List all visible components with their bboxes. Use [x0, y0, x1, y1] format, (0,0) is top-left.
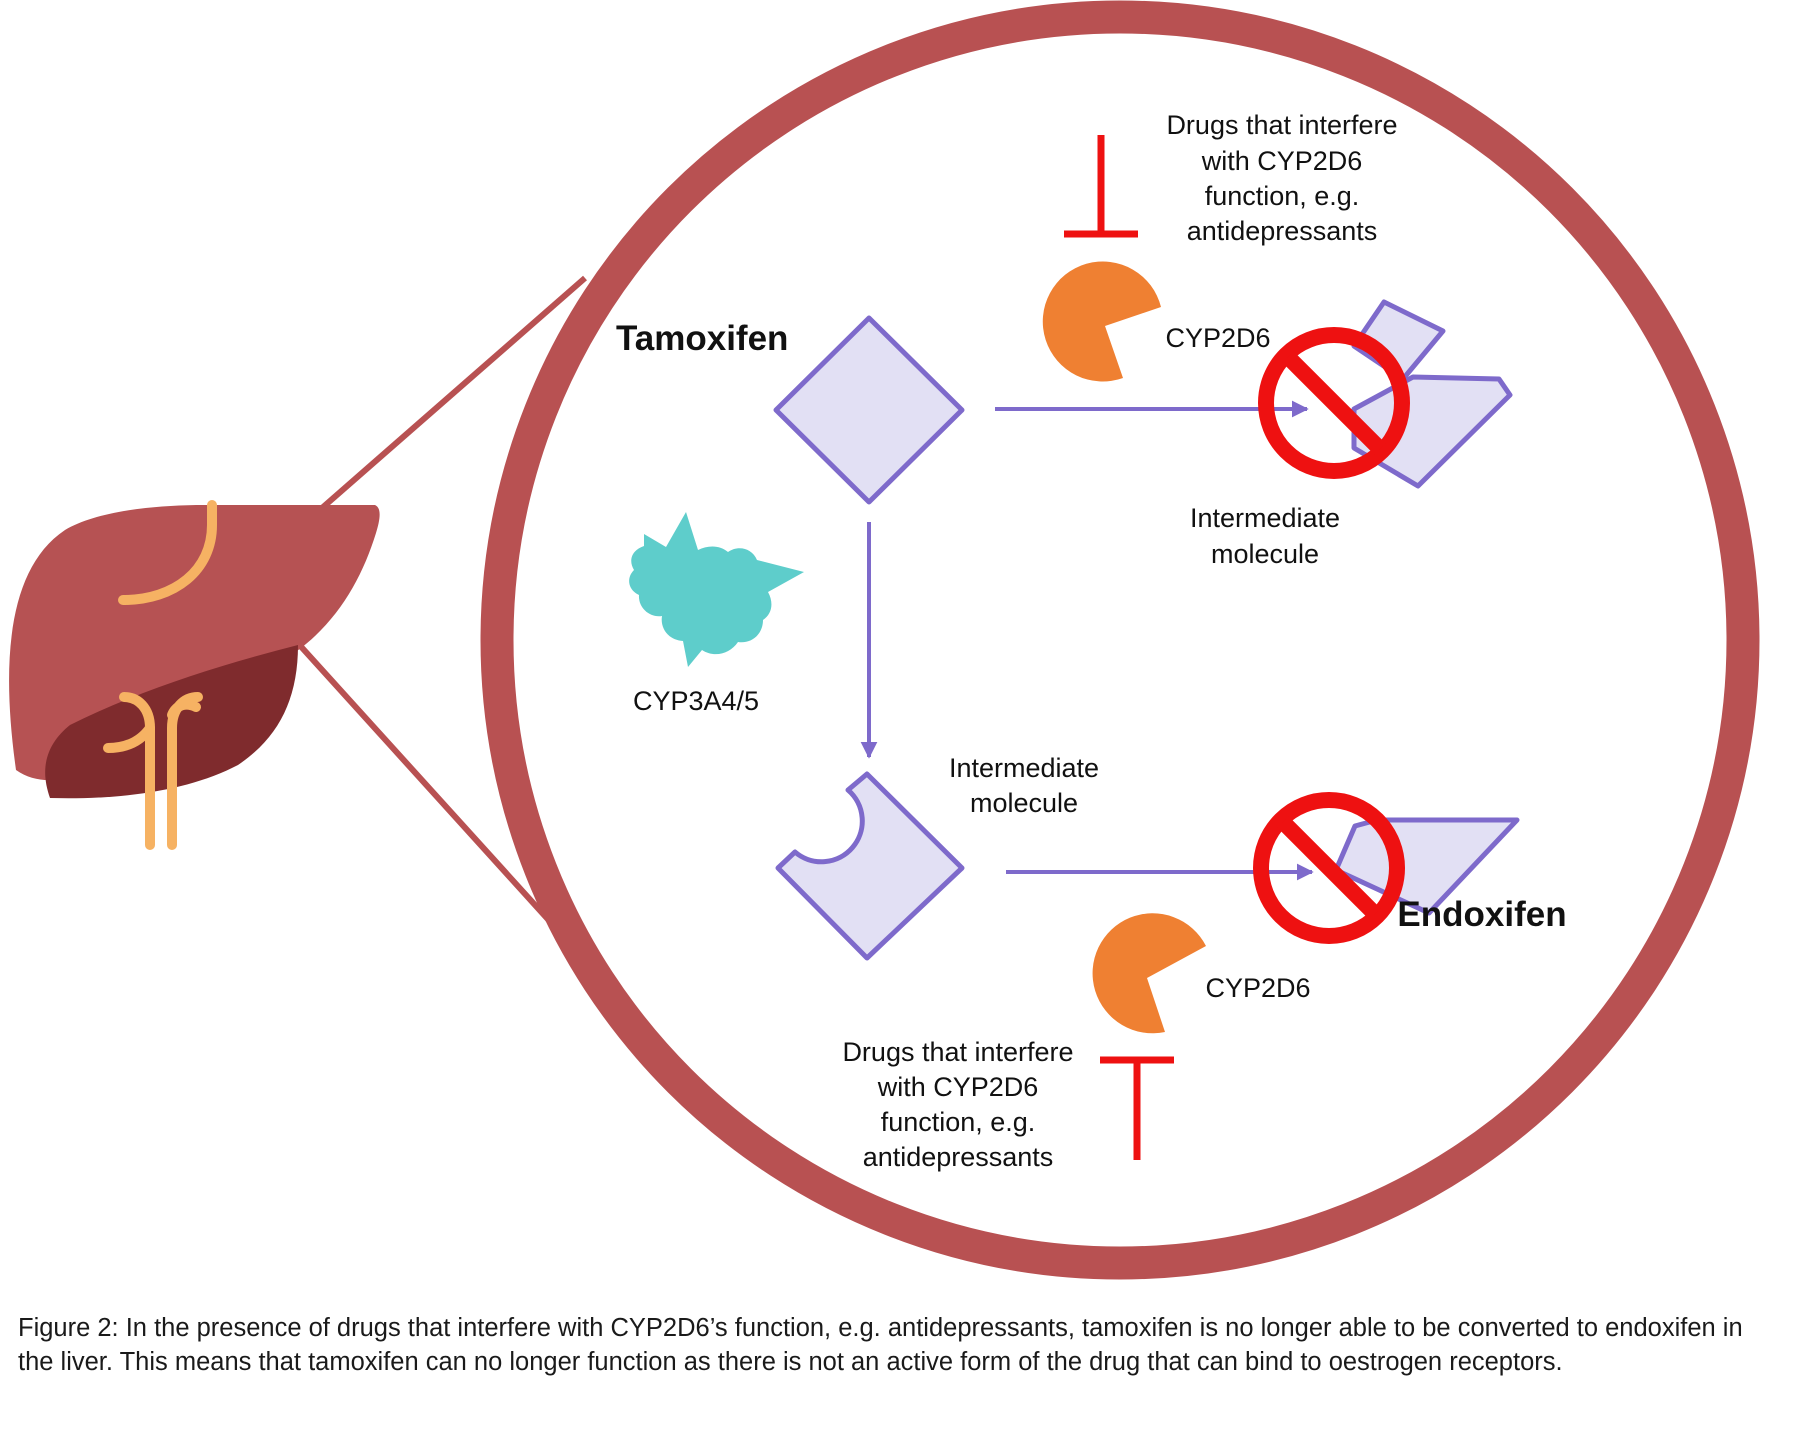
- label-line: molecule: [1211, 539, 1319, 569]
- prohibition-sign-icon: [1253, 792, 1405, 944]
- inhibition-bar-icon: [1100, 1056, 1174, 1160]
- cyp2d6-enzyme-top: [1042, 261, 1161, 382]
- label-line: Drugs that interfere: [1166, 110, 1397, 140]
- endoxifen-molecule: [1333, 817, 1520, 916]
- label-line: with CYP2D6: [877, 1072, 1039, 1102]
- label-tamoxifen: Tamoxifen: [616, 319, 788, 358]
- label-intermediate-mid: Intermediate molecule: [949, 753, 1099, 818]
- intermediate-molecule-mid-shape: [775, 771, 965, 961]
- label-inhibitor-top: Drugs that interfere with CYP2D6 functio…: [1166, 110, 1397, 246]
- label-line: with CYP2D6: [1201, 146, 1363, 176]
- label-line: function, e.g.: [881, 1107, 1036, 1137]
- liver-vessel-arc: [118, 500, 217, 605]
- label-line: antidepressants: [1187, 216, 1378, 246]
- cyp3a45-enzyme: [629, 512, 804, 667]
- tamoxifen-molecule: [773, 315, 965, 505]
- label-inhibitor-bottom: Drugs that interfere with CYP2D6 functio…: [842, 1037, 1073, 1172]
- cyp2d6-enzyme-bottom: [1092, 913, 1206, 1034]
- label-intermediate-top: Intermediate molecule: [1190, 503, 1340, 569]
- liver-vessels: [103, 692, 203, 850]
- label-line: Intermediate: [949, 753, 1099, 783]
- label-endoxifen: Endoxifen: [1397, 895, 1566, 934]
- label-cyp2d6-bottom: CYP2D6: [1205, 973, 1310, 1003]
- liver-icon: [9, 500, 380, 850]
- label-cyp3a45: CYP3A4/5: [633, 686, 759, 716]
- label-line: antidepressants: [863, 1142, 1054, 1172]
- label-line: function, e.g.: [1205, 181, 1360, 211]
- label-line: molecule: [970, 788, 1078, 818]
- label-line: Drugs that interfere: [842, 1037, 1073, 1067]
- label-line: Intermediate: [1190, 503, 1340, 533]
- inhibition-bar-icon: [1064, 135, 1138, 238]
- figure-caption: Figure 2: In the presence of drugs that …: [18, 1314, 1743, 1376]
- label-cyp2d6-top: CYP2D6: [1165, 323, 1270, 353]
- prohibition-sign-icon: [1258, 327, 1410, 479]
